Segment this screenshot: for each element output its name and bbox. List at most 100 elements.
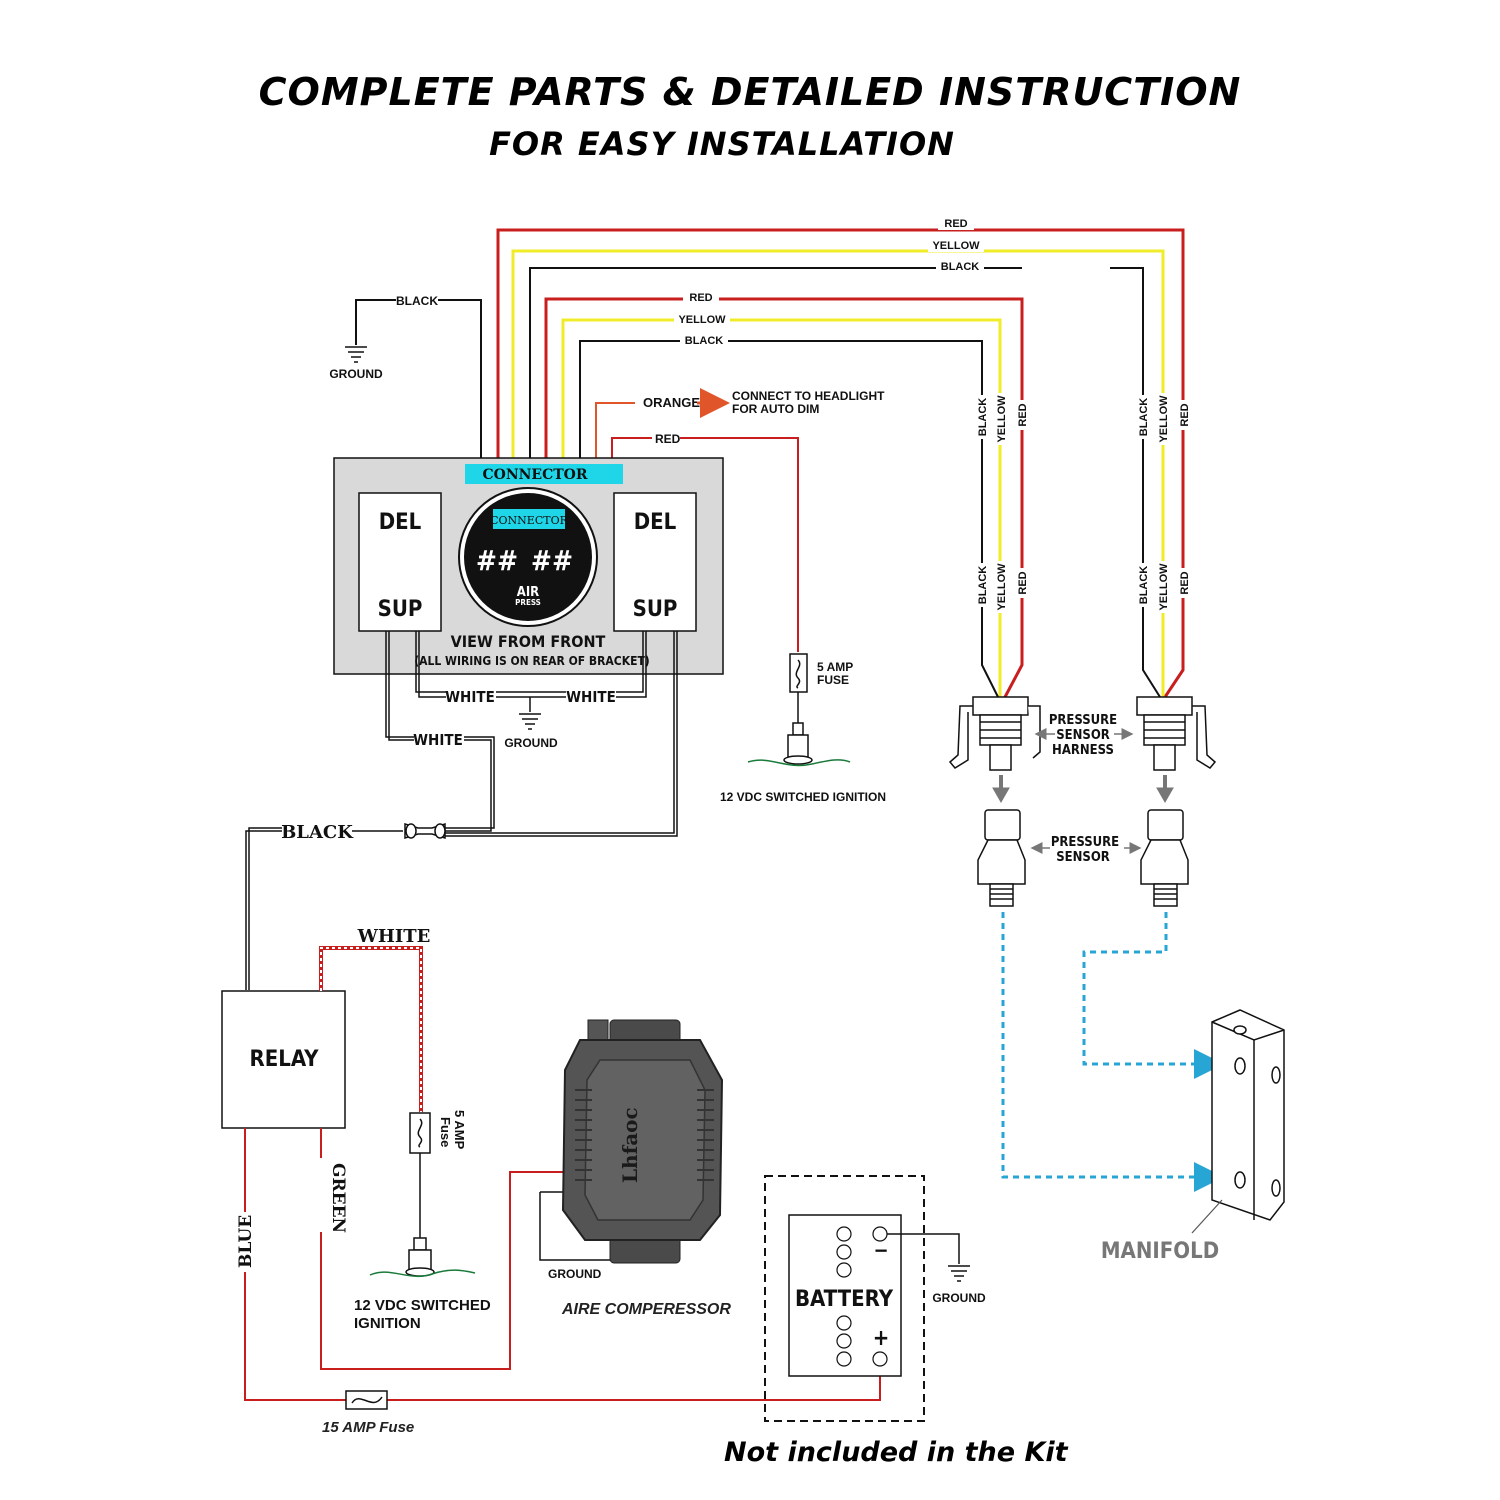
wire-label-white-3: WHITE <box>413 731 463 749</box>
vlabel-yellow-3: YELLOW <box>996 563 1008 611</box>
compressor-brand: Lhfaoc <box>618 1107 642 1183</box>
title-line-2: FOR EASY INSTALLATION <box>489 125 955 163</box>
pressure-sensor-harness-left <box>948 696 1041 771</box>
red-fuse-wire: RED 5 AMP FUSE 12 VDC SWITCHED IGNITION <box>611 432 886 804</box>
control-panel: CONNECTOR DEL SUP DEL SUP CONNECTOR ## #… <box>333 457 724 675</box>
wire-label-black-top: BLACK <box>941 261 980 273</box>
fuse5b-label-2: Fuse <box>438 1117 453 1147</box>
blue-wire <box>244 1128 881 1401</box>
harness-label-backgrounds <box>674 216 1192 613</box>
battery-minus: − <box>873 1238 888 1262</box>
gauge-readout-left: ## <box>476 544 518 577</box>
harness-label-2: SENSOR <box>1056 728 1110 743</box>
panel-caption: VIEW FROM FRONT <box>451 632 606 651</box>
headlight-label-2: FOR AUTO DIM <box>732 402 819 416</box>
wire-label-red-fuse: RED <box>655 432 681 446</box>
wire-label-red-mid: RED <box>689 292 712 304</box>
manifold-pointer <box>1191 1199 1223 1234</box>
not-included-box <box>764 1175 925 1422</box>
left-switch-top: DEL <box>379 510 422 535</box>
harness-label-3: HARNESS <box>1052 743 1114 758</box>
bg-white-1 <box>446 688 496 702</box>
vlabel-black-4: BLACK <box>1138 566 1150 605</box>
air-pressure-gauge: CONNECTOR ## ## AIR PRESS <box>458 487 598 627</box>
wire-label-red-top: RED <box>944 218 967 230</box>
left-switch-bottom: SUP <box>378 597 423 622</box>
sensor-label-2: SENSOR <box>1056 850 1110 865</box>
ignition-connector-icon <box>747 722 851 767</box>
wire-label-black-mid: BLACK <box>685 335 724 347</box>
gauge-connector-label: CONNECTOR <box>490 514 568 527</box>
ignition-connector-icon <box>369 1237 476 1278</box>
title-line-1: COMPLETE PARTS & DETAILED INSTRUCTION <box>258 70 1242 114</box>
compressor-label: AIRE COMPERESSOR <box>561 1301 731 1318</box>
green-wire <box>320 1128 570 1370</box>
air-compressor-icon: Lhfaoc <box>539 1019 724 1264</box>
fuse5-label-2: FUSE <box>817 673 849 687</box>
vlabel-red-4: RED <box>1179 571 1191 594</box>
battery-label: BATTERY <box>795 1287 894 1312</box>
gauge-label: AIR <box>517 585 539 600</box>
ignition-bottom-label-2: IGNITION <box>354 1315 421 1332</box>
wire-label-black-ground: BLACK <box>396 294 438 308</box>
right-switch-top: DEL <box>634 510 677 535</box>
vlabel-red-1: RED <box>1017 403 1029 426</box>
vlabel-yellow-4: YELLOW <box>1158 563 1170 611</box>
down-arrows <box>992 775 1174 804</box>
pressure-sensor-left <box>977 809 1026 907</box>
white-wires <box>245 631 678 990</box>
ground-label-top: GROUND <box>329 367 383 381</box>
wire-label-black-relay: BLACK <box>281 822 354 843</box>
vlabel-yellow-2: YELLOW <box>1158 395 1170 443</box>
fuse15-label: 15 AMP Fuse <box>322 1419 414 1436</box>
fuse-15amp-icon <box>345 1390 388 1410</box>
ignition-top-label: 12 VDC SWITCHED IGNITION <box>720 790 886 804</box>
orange-wire: ORANGE CONNECT TO HEADLIGHT FOR AUTO DIM <box>595 388 885 460</box>
headlight-label-1: CONNECT TO HEADLIGHT <box>732 389 885 403</box>
vlabel-black-2: BLACK <box>1138 398 1150 437</box>
white-relay-wire <box>319 946 431 1240</box>
manifold-icon <box>1211 1009 1285 1221</box>
dashed-air-lines <box>1001 912 1224 1192</box>
wire-label-yellow-mid: YELLOW <box>678 314 726 326</box>
left-switch[interactable]: DEL SUP <box>358 492 442 632</box>
wire-label-blue: BLUE <box>236 1215 256 1268</box>
pressure-sensor-right <box>1140 809 1189 907</box>
wire-label-green: GREEN <box>328 1163 348 1233</box>
ground-symbol-icon <box>345 346 367 363</box>
not-included-label: Not included in the Kit <box>724 1437 1068 1468</box>
wire-label-yellow-top: YELLOW <box>932 240 980 252</box>
wires-left-sensor <box>544 297 1024 698</box>
relay-label: RELAY <box>250 1047 320 1072</box>
panel-sub-caption: (ALL WIRING IS ON REAR OF BRACKET) <box>414 654 650 668</box>
ignition-bottom-label-1: 12 VDC SWITCHED <box>354 1297 491 1314</box>
wire-label-white-2: WHITE <box>566 688 616 706</box>
fuse5b-label-1: 5 AMP <box>452 1110 467 1150</box>
manifold-label: MANIFOLD <box>1101 1239 1219 1264</box>
ground-label-compressor: GROUND <box>548 1267 602 1281</box>
fuse5-label-1: 5 AMP <box>817 660 853 674</box>
bg-white-2 <box>566 688 616 702</box>
panel-connector-label: CONNECTOR <box>483 467 588 483</box>
vertical-wire-labels: BLACK YELLOW RED BLACK YELLOW RED BLACK … <box>977 395 1191 611</box>
bg-white-3 <box>414 732 464 746</box>
vlabel-black-1: BLACK <box>977 398 989 437</box>
ground-symbol-icon <box>519 713 541 730</box>
right-switch-bottom: SUP <box>633 597 678 622</box>
battery: − + BATTERY GROUND <box>764 1175 986 1422</box>
relay: RELAY <box>221 990 346 1129</box>
gauge-sub-label: PRESS <box>515 598 541 607</box>
panel-connector-bar <box>465 464 623 484</box>
ground-top-left: BLACK GROUND <box>329 294 482 460</box>
ground-label-battery: GROUND <box>932 1291 986 1305</box>
wires-right-sensor <box>496 228 1185 698</box>
gauge-readout-right: ## <box>531 544 573 577</box>
vlabel-red-3: RED <box>1017 571 1029 594</box>
vlabel-yellow-1: YELLOW <box>996 395 1008 443</box>
right-switch[interactable]: DEL SUP <box>613 492 697 632</box>
butt-connector-icon <box>404 822 446 840</box>
battery-plus: + <box>873 1326 890 1351</box>
wire-label-orange: ORANGE <box>643 395 700 410</box>
pressure-sensor-harness-right <box>1136 696 1217 771</box>
